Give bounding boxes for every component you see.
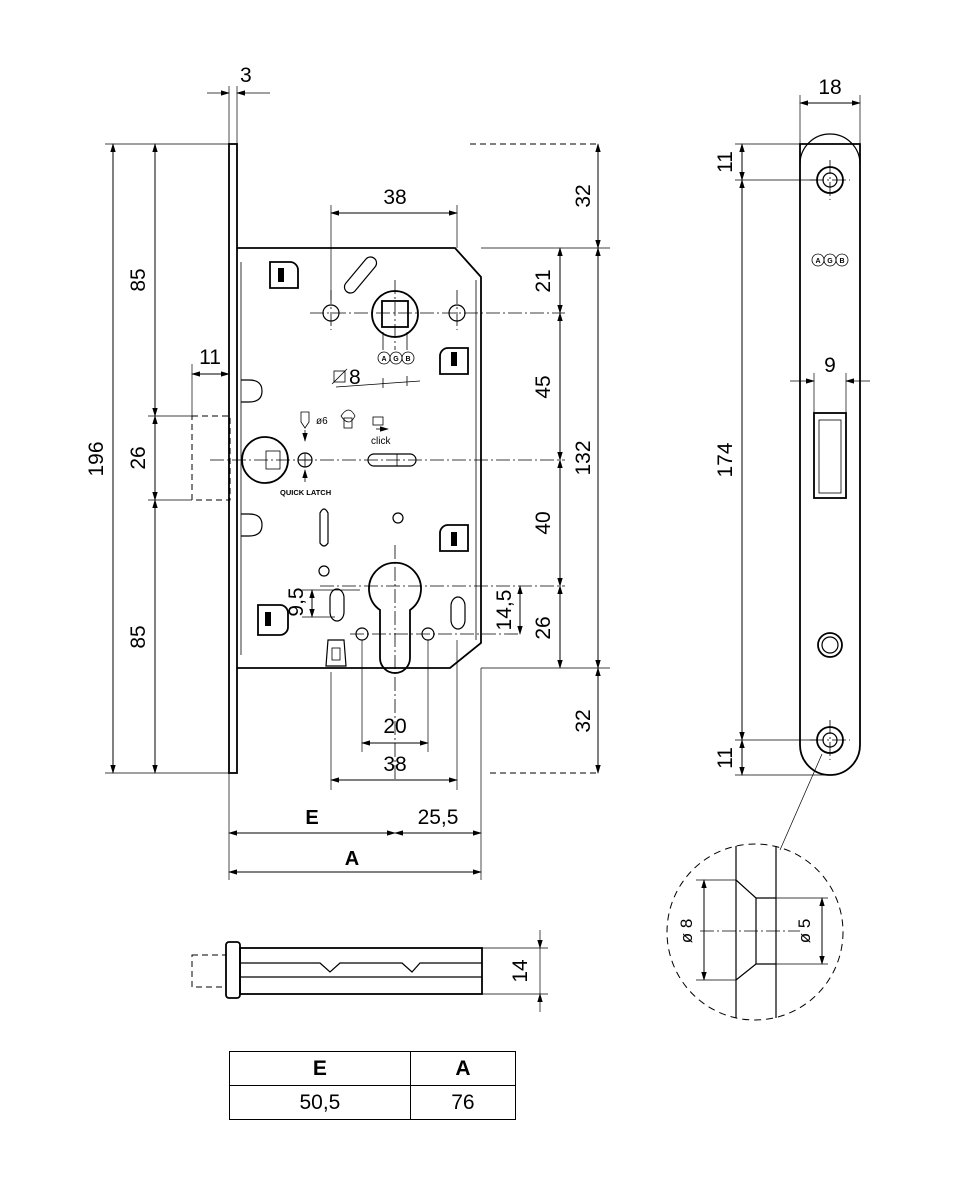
- bolt-faceplate: [225, 941, 241, 999]
- dim-backset-value: 25,5: [418, 806, 459, 829]
- spec-header-e: E: [229, 1051, 411, 1086]
- rivet-lower-right: [439, 524, 469, 552]
- strike-plate-view: A G B 18 9 11 174 11: [714, 76, 870, 851]
- pin-icon: [300, 411, 310, 442]
- faceplate: [228, 143, 238, 774]
- extension-lines: [105, 86, 610, 880]
- dimension-lines: [110, 90, 601, 875]
- faceplate-tab-lower: [241, 513, 263, 537]
- label-quick-latch: QUICK LATCH: [280, 488, 331, 497]
- lower-slot-right: [450, 596, 466, 630]
- bolt-latch-dashed: [191, 954, 227, 988]
- brand-letter-g: G: [393, 356, 399, 363]
- dim-body-height: 132: [572, 440, 595, 475]
- strike-brand-g: G: [827, 258, 833, 265]
- latch-bolt: [191, 415, 231, 501]
- bolt-body: [239, 947, 483, 995]
- countersink-detail: ø 8 ø 5: [666, 843, 844, 1021]
- spec-value-a: 76: [409, 1085, 517, 1120]
- strike-opening: [813, 412, 847, 499]
- strike-brand-b: B: [839, 258, 844, 265]
- dim-latch-to-cylinder: 40: [532, 511, 555, 534]
- dim-total-height: 196: [85, 441, 108, 476]
- dim-spindle-square: 8: [349, 366, 361, 389]
- lock-body-view: A G B 8 ø6 click QUICK: [191, 143, 565, 780]
- spec-table-row: 50,5 76: [229, 1085, 517, 1120]
- center-slot: [367, 453, 417, 467]
- dim-cylinder-height: 26: [532, 616, 555, 639]
- click-icon: [372, 416, 389, 432]
- rivet-mid-right: [439, 347, 469, 375]
- detail-circle: [666, 843, 844, 1021]
- spec-table-header: E A: [229, 1051, 517, 1086]
- square-symbol-icon: [333, 370, 346, 383]
- brand-logo-case: A G B: [377, 351, 415, 365]
- bolt-side-view: 14: [191, 930, 548, 1012]
- cylinder-hole: [368, 561, 422, 674]
- label-click: click: [371, 436, 391, 447]
- rotate-icon: [340, 409, 356, 429]
- oblique-slot: [343, 256, 378, 294]
- rivet-top-left: [269, 261, 299, 289]
- dim-strike-length: 174: [714, 442, 737, 477]
- strike-hole: [817, 632, 843, 658]
- dim-faceplate-thickness: 3: [240, 64, 252, 87]
- dim-lower-section: 85: [127, 625, 150, 648]
- dim-countersink-inner: ø 5: [795, 919, 814, 944]
- spindle-dim-line: [335, 380, 421, 388]
- dim-upper-section: 85: [127, 268, 150, 291]
- strike-brand-a: A: [815, 258, 820, 265]
- spec-table: E A 50,5 76: [229, 1051, 517, 1120]
- dim-depth-a: A: [345, 848, 359, 870]
- dim-cylinder-hole-offset: 9,5: [285, 587, 308, 616]
- dim-countersink-outer: ø 8: [677, 919, 696, 944]
- dim-bottom-hole-spacing: 38: [383, 753, 406, 776]
- brand-letter-b: B: [405, 356, 410, 363]
- faceplate-tab-upper: [241, 379, 263, 403]
- dim-latch-height: 26: [127, 446, 150, 469]
- dim-top-offset: 32: [572, 184, 595, 207]
- dim-upper-spacing: 21: [532, 269, 555, 292]
- dim-cylinder-offset: 14,5: [493, 590, 516, 631]
- dim-strike-opening-width: 9: [824, 354, 836, 377]
- strike-plate: [799, 143, 861, 776]
- label-spindle-diameter: ø6: [316, 416, 328, 427]
- brand-letter-a: A: [381, 356, 386, 363]
- dim-handle-to-latch: 45: [532, 375, 555, 398]
- lower-slot-left: [329, 588, 345, 622]
- dim-strike-width: 18: [818, 76, 841, 99]
- dim-strike-screw-bottom: 11: [714, 747, 737, 769]
- spec-header-a: A: [409, 1051, 517, 1086]
- dim-backset-e: E: [305, 807, 318, 829]
- dim-bolt-thickness: 14: [509, 959, 532, 983]
- rivet-bottom-left: [257, 604, 289, 636]
- dim-top-hole-spacing: 38: [383, 186, 406, 209]
- spec-value-e: 50,5: [229, 1085, 411, 1120]
- dim-latch-projection: 11: [199, 346, 221, 369]
- dim-cylinder-hole-spacing: 20: [383, 715, 406, 738]
- dim-bottom-offset: 32: [572, 709, 595, 732]
- lever-slot: [319, 508, 329, 547]
- dim-strike-screw-top: 11: [714, 151, 737, 173]
